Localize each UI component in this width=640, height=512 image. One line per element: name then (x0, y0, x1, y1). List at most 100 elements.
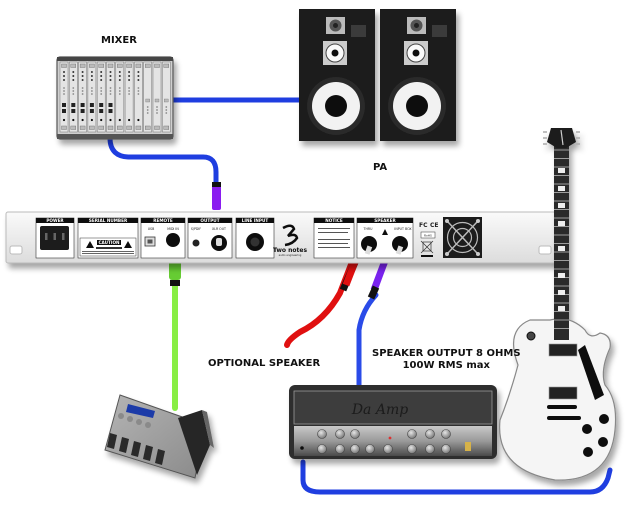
mixer-channel[interactable] (152, 61, 162, 133)
mixer-channel[interactable] (106, 61, 115, 133)
mixer-channel[interactable] (87, 61, 97, 133)
fcc-mark: FC (419, 222, 428, 229)
pa-speaker-left[interactable] (299, 9, 375, 141)
mixer-channel[interactable] (162, 61, 171, 133)
amp-control-panel (294, 426, 492, 456)
cable-thru-to-optional-speaker (284, 259, 355, 348)
warning-icon (86, 241, 94, 248)
remote-pedalboard[interactable] (104, 394, 214, 479)
amp-knob[interactable] (383, 444, 393, 454)
guitar-control-knobs[interactable] (582, 414, 609, 457)
amp-knob[interactable] (317, 444, 327, 454)
ce-mark: CE (430, 222, 439, 229)
pedal-knobs[interactable] (118, 413, 151, 428)
amp-grille (293, 390, 493, 425)
amp-knobs[interactable] (317, 429, 451, 454)
pickguard (578, 345, 604, 400)
rohs-mark: RoHS (424, 234, 432, 238)
label-speaker-output-line1: SPEAKER OUTPUT 8 OHMS (372, 348, 521, 359)
amp-knob[interactable] (350, 429, 360, 439)
section-label-output: OUTPUT (200, 218, 219, 223)
mixer-channel[interactable] (143, 61, 152, 133)
cable-speaker-to-amp (356, 292, 379, 391)
cable-amp-to-guitar (300, 459, 613, 495)
rack-ear-hole (9, 245, 23, 255)
label-optional-speaker: OPTIONAL SPEAKER (208, 358, 321, 369)
label-pa: PA (373, 162, 388, 173)
section-label-line-input: LINE INPUT (242, 218, 269, 223)
guitar-frets (543, 131, 580, 329)
section-label-speaker: SPEAKER (374, 218, 396, 223)
midi-in-jack[interactable] (166, 233, 180, 247)
neck-pickup (548, 343, 578, 357)
amp-knob[interactable] (407, 429, 417, 439)
amp-knob[interactable] (407, 444, 417, 454)
label-speaker-output: SPEAKER OUTPUT 8 OHMS 100W RMS max (372, 348, 521, 372)
pa-speaker-right[interactable] (380, 9, 456, 141)
mixer-channel[interactable] (134, 61, 143, 133)
input-box-label: INPUT BOX (394, 227, 412, 231)
mixer-channel-strips (59, 61, 171, 133)
rack-unit[interactable]: POWER SERIAL NUMBER CAUTION REMOTE USB M… (5, 211, 559, 264)
amp-power-switch[interactable] (465, 442, 471, 451)
rack-ear-hole (538, 245, 552, 255)
plug-collar (367, 285, 380, 300)
mixer-channel[interactable] (115, 61, 125, 133)
pickup-selector-switch[interactable] (526, 331, 536, 341)
mixer-channel[interactable] (124, 61, 134, 133)
spdif-jack[interactable] (192, 239, 200, 247)
amp-knob[interactable] (425, 429, 435, 439)
amp-knob[interactable] (350, 444, 360, 454)
xlr-out-label: XLR OUT (212, 227, 226, 231)
section-label-notice: NOTICE (325, 218, 343, 223)
warning-icon (124, 241, 132, 248)
amp-knob[interactable] (365, 444, 375, 454)
mixer-channel[interactable] (69, 61, 78, 133)
amp-knob[interactable] (317, 429, 327, 439)
amp-knob[interactable] (441, 444, 451, 454)
amp-input-jack[interactable] (300, 446, 304, 450)
brand-tagline: audio engineering (279, 253, 302, 257)
spdif-label: S/PDIF (191, 227, 201, 231)
section-label-power: POWER (46, 218, 64, 223)
mixer[interactable] (56, 56, 174, 140)
guitar-neck (554, 140, 569, 340)
amp-knob[interactable] (335, 444, 345, 454)
bridge (547, 405, 577, 409)
two-notes-logo-icon (282, 224, 299, 247)
brand-name: Two notes (273, 247, 308, 254)
midi-label: MIDI IN (167, 227, 179, 231)
plug-collar (212, 182, 221, 187)
xlr-plug-output (212, 182, 221, 210)
mixer-channel[interactable] (59, 61, 69, 133)
pedal-footswitches[interactable] (107, 433, 165, 465)
pedal-lcd-screen (126, 404, 155, 418)
amp-logo: Da Amp (351, 402, 408, 418)
cable-mixer-to-output (107, 135, 219, 188)
section-label-remote: REMOTE (153, 218, 173, 223)
bridge-pickup (548, 386, 578, 400)
fan-vent-icon (443, 217, 482, 258)
mixer-channel[interactable] (78, 61, 87, 133)
speaker-input-jack[interactable] (392, 236, 408, 252)
speaker-thru-jack[interactable] (361, 236, 377, 252)
amp-knob[interactable] (441, 429, 451, 439)
plug-collar (170, 280, 180, 286)
section-label-serial: SERIAL NUMBER (89, 218, 128, 223)
caution-label: CAUTION (98, 240, 120, 245)
mixer-channel[interactable] (96, 61, 106, 133)
weee-bin-icon (420, 240, 434, 254)
thru-label: THRU (363, 227, 374, 231)
electric-guitar[interactable] (499, 128, 617, 481)
guitar-amp-head[interactable]: Da Amp (289, 385, 497, 459)
label-mixer: MIXER (101, 35, 137, 46)
tailpiece (547, 416, 581, 420)
label-speaker-output-line2: 100W RMS max (402, 360, 490, 371)
warning-icon (382, 229, 388, 235)
amp-knob[interactable] (335, 429, 345, 439)
amp-knob[interactable] (425, 444, 435, 454)
amp-power-led (388, 436, 392, 440)
notice-text-lines (318, 228, 350, 248)
